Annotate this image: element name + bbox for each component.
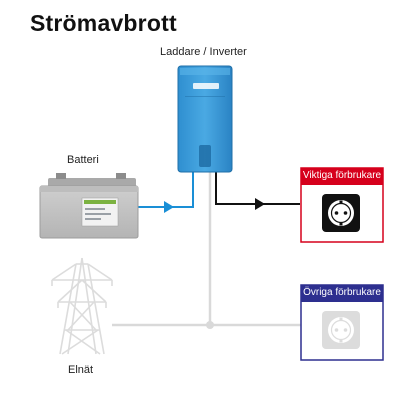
- other-loads-label: Övriga förbrukare: [303, 287, 381, 298]
- power-pylon-icon: [51, 257, 113, 355]
- charger-inverter-label: Laddare / Inverter: [160, 46, 247, 58]
- grid-label: Elnät: [68, 364, 94, 376]
- critical-loads-label: Viktiga förbrukare: [302, 170, 382, 181]
- dc-flow-arrow: [164, 201, 174, 213]
- battery-icon: [39, 173, 139, 239]
- critical-loads-box: [300, 167, 384, 243]
- critical-ac-line: [215, 172, 300, 205]
- power-outlet-icon: [322, 194, 360, 232]
- other-loads-box: [300, 284, 384, 361]
- battery-label: Batteri: [67, 154, 99, 166]
- power-outlet-icon: [322, 311, 360, 349]
- battery-dc-line: [135, 172, 194, 208]
- ac-flow-arrow: [255, 198, 265, 210]
- junction-dot: [206, 321, 214, 329]
- diagram-title: Strömavbrott: [30, 10, 177, 36]
- grid-wiring-inactive: [112, 172, 305, 327]
- charger-inverter-icon: [177, 65, 233, 173]
